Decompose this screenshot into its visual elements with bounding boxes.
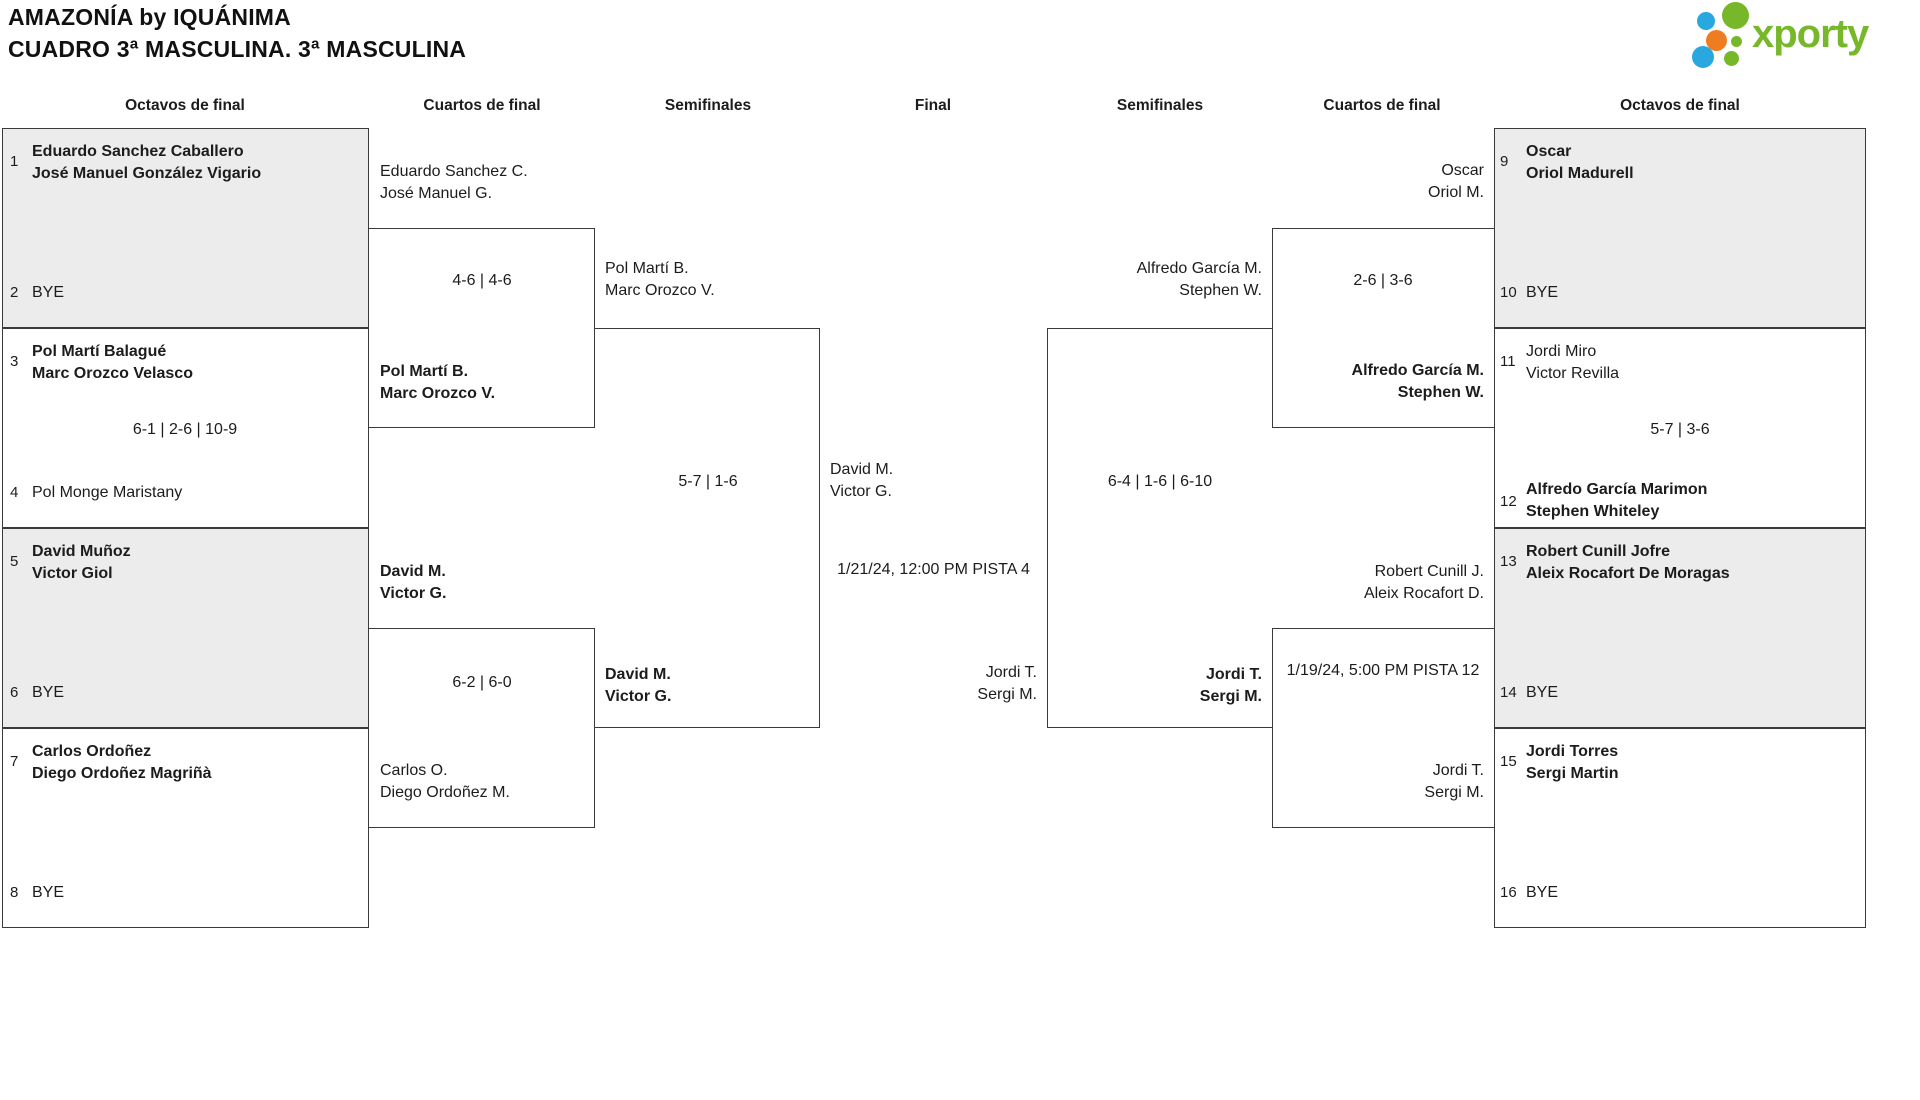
round-header-semis-right: Semifinales — [1116, 97, 1204, 114]
round-header-final: Final — [914, 97, 952, 114]
round-header-octavos-right: Octavos de final — [1620, 97, 1740, 114]
seed-4: 4 — [10, 484, 19, 501]
quarterfinal-box-left-bottom — [369, 628, 595, 828]
quarterfinal-box-right-top — [1272, 228, 1494, 428]
team-bye-2: BYE — [32, 284, 65, 301]
sf-left-score: 5-7 | 1-6 — [678, 473, 738, 490]
qf-left-bottom-score: 6-2 | 6-0 — [452, 674, 512, 691]
final-team-a: David M.Victor G. — [830, 461, 894, 500]
seed-1: 1 — [10, 153, 19, 170]
team-pol-monge: Pol Monge Maristany — [32, 484, 183, 501]
qf-left-top-score: 4-6 | 4-6 — [452, 272, 512, 289]
qf-left-bottom-team-b: Carlos O.Diego Ordoñez M. — [380, 762, 510, 801]
score-octavos-11-12: 5-7 | 3-6 — [1650, 421, 1710, 438]
semifinal-box-right — [1047, 328, 1272, 728]
sf-left-team-a: Pol Martí B.Marc Orozco V. — [605, 260, 715, 299]
octavos-box-1-2 — [2, 128, 369, 328]
round-header-cuartos-left: Cuartos de final — [423, 97, 541, 114]
page-title-line2: CUADRO 3ª MASCULINA. 3ª MASCULINA — [8, 36, 467, 62]
sf-right-team-a: Alfredo García M.Stephen W. — [1136, 260, 1262, 299]
seed-2: 2 — [10, 284, 19, 301]
seed-3: 3 — [10, 353, 19, 370]
sf-right-team-b: Jordi T.Sergi M. — [1199, 666, 1262, 705]
octavos-box-3-4 — [2, 328, 369, 528]
logo-dot-green-tiny — [1731, 36, 1742, 47]
round-header-octavos-left: Octavos de final — [125, 97, 245, 114]
team-bye-14: BYE — [1526, 684, 1559, 701]
seed-10: 10 — [1500, 284, 1517, 301]
sf-right-score: 6-4 | 1-6 | 6-10 — [1107, 473, 1213, 490]
semifinal-box-left — [595, 328, 820, 728]
qf-left-top-team-b: Pol Martí B.Marc Orozco V. — [380, 363, 496, 402]
seed-14: 14 — [1500, 684, 1517, 701]
octavos-box-11-12 — [1494, 328, 1866, 528]
seed-16: 16 — [1500, 884, 1517, 901]
round-header-cuartos-right: Cuartos de final — [1323, 97, 1441, 114]
logo-dot-orange — [1706, 30, 1727, 51]
qf-left-top-team-a: Eduardo Sanchez C.José Manuel G. — [380, 163, 528, 202]
qf-right-top-score: 2-6 | 3-6 — [1353, 272, 1413, 289]
logo-dot-blue-large — [1692, 46, 1714, 68]
seed-5: 5 — [10, 553, 19, 570]
octavos-box-5-6 — [2, 528, 369, 728]
seed-11: 11 — [1500, 353, 1516, 370]
xporty-logo[interactable]: xporty — [1690, 2, 1915, 70]
final-schedule: 1/21/24, 12:00 PM PISTA 4 — [837, 561, 1030, 578]
round-header-semis-left: Semifinales — [664, 97, 752, 114]
logo-dot-blue-small — [1697, 12, 1715, 30]
seed-7: 7 — [10, 753, 19, 770]
sf-left-team-b: David M.Victor G. — [605, 666, 672, 705]
octavos-box-15-16 — [1494, 728, 1866, 928]
logo-wordmark: xporty — [1752, 12, 1869, 56]
qf-right-bottom-schedule: 1/19/24, 5:00 PM PISTA 12 — [1286, 662, 1480, 679]
qf-right-bottom-team-a: Robert Cunill J.Aleix Rocafort D. — [1363, 563, 1484, 602]
logo-dot-green-large — [1722, 2, 1749, 29]
team-bye-10: BYE — [1526, 284, 1559, 301]
octavos-box-7-8 — [2, 728, 369, 928]
quarterfinal-box-left-top — [369, 228, 595, 428]
seed-13: 13 — [1500, 553, 1517, 570]
team-bye-16: BYE — [1526, 884, 1559, 901]
quarterfinal-box-right-bottom — [1272, 628, 1494, 828]
logo-dot-green-small — [1724, 51, 1739, 66]
team-bye-6: BYE — [32, 684, 65, 701]
page-title-line1: AMAZONÍA by IQUÁNIMA — [8, 4, 291, 30]
seed-6: 6 — [10, 684, 19, 701]
qf-left-bottom-team-a: David M.Victor G. — [380, 563, 447, 602]
seed-8: 8 — [10, 884, 19, 901]
qf-right-top-team-b: Alfredo García M.Stephen W. — [1351, 362, 1484, 401]
seed-12: 12 — [1500, 493, 1517, 510]
octavos-box-9-10 — [1494, 128, 1866, 328]
qf-right-bottom-team-b: Jordi T.Sergi M. — [1424, 762, 1484, 801]
final-team-b: Jordi T.Sergi M. — [977, 664, 1037, 703]
octavos-box-13-14 — [1494, 528, 1866, 728]
seed-9: 9 — [1500, 153, 1509, 170]
team-bye-8: BYE — [32, 884, 65, 901]
seed-15: 15 — [1500, 753, 1517, 770]
score-octavos-3-4: 6-1 | 2-6 | 10-9 — [132, 421, 238, 438]
